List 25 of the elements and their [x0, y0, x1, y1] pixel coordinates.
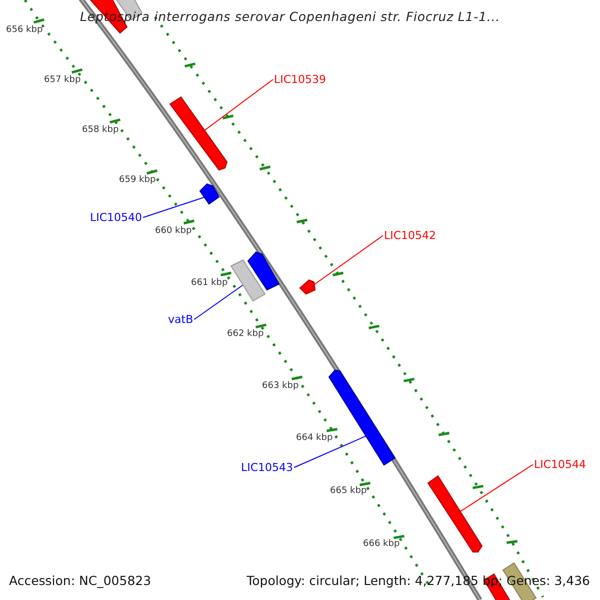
leader-line: [460, 464, 534, 512]
scale-label: 658 kbp: [82, 126, 119, 135]
scale-label: 656 kbp: [6, 26, 43, 35]
leader-line: [294, 436, 366, 468]
gene-label: LIC10544: [534, 459, 586, 470]
gene-feature: [169, 96, 228, 171]
gene-label: LIC10543: [241, 462, 294, 473]
scale-label: 662 kbp: [227, 330, 264, 339]
gene-feature: [299, 279, 316, 295]
leader-line: [194, 284, 244, 320]
gene-label: vatB: [168, 314, 194, 325]
accession-text: Accession: NC_005823: [8, 574, 152, 588]
gene-feature: [427, 475, 483, 552]
scale-label: 657 kbp: [44, 76, 81, 85]
leader-line: [142, 196, 205, 218]
gene-label: LIC10539: [274, 74, 326, 85]
scale-label: 665 kbp: [330, 487, 367, 496]
gene-label: LIC10540: [90, 212, 142, 223]
leader-line: [314, 235, 384, 285]
gene-label: LIC10542: [384, 230, 436, 241]
leader-line: [204, 79, 274, 131]
gene-feature: [230, 259, 266, 302]
gene-feature: [247, 251, 280, 291]
gene-feature: [199, 183, 220, 205]
scale-label: 664 kbp: [296, 434, 333, 443]
